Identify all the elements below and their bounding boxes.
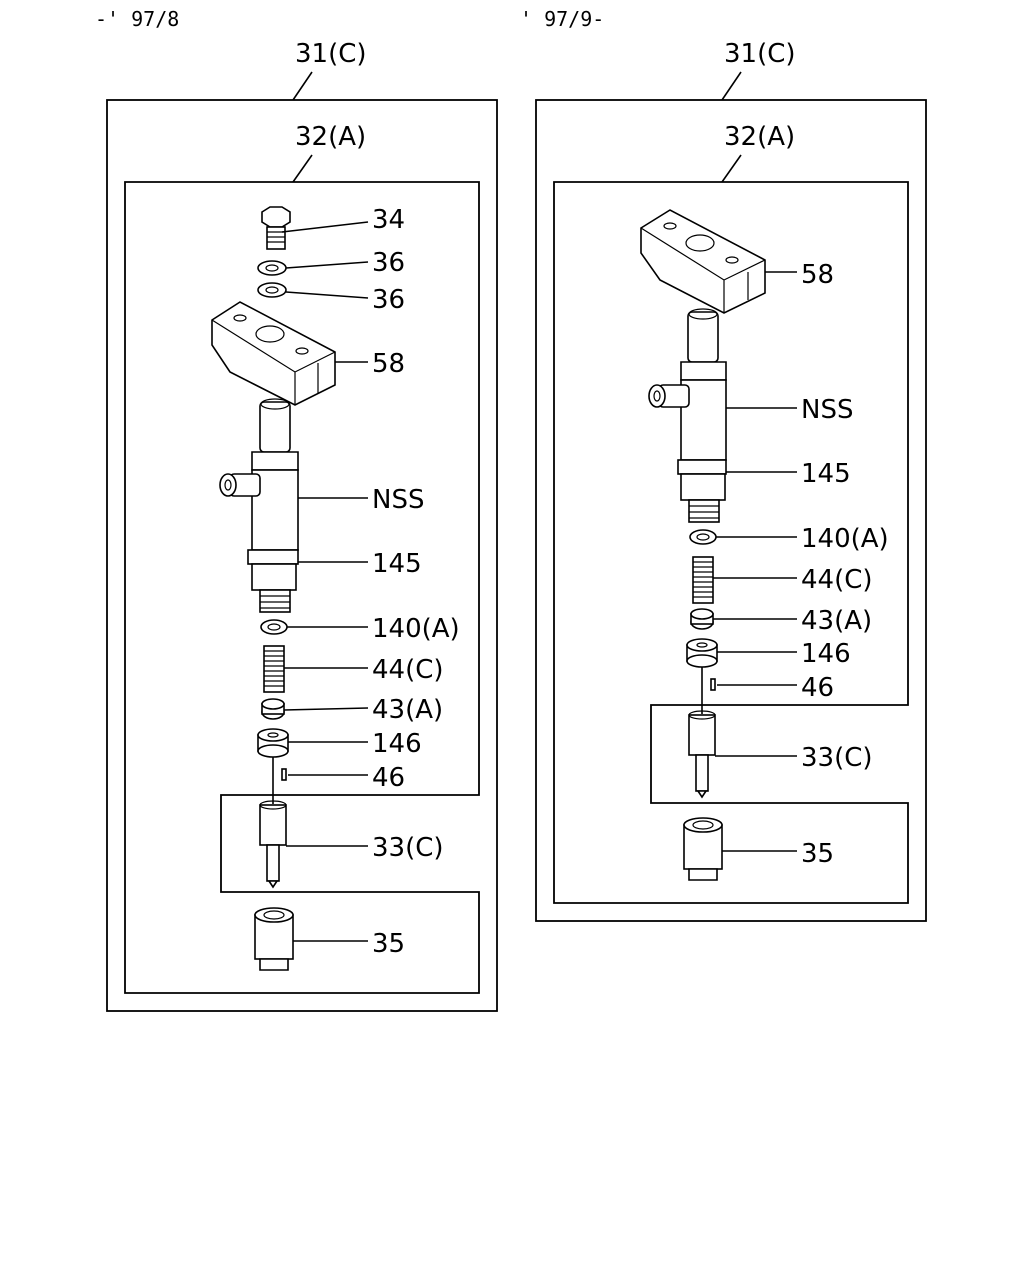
seat-43a-right <box>690 608 714 630</box>
version-label-right: ' 97/9- <box>520 7 604 31</box>
callout-34: 34 <box>372 205 405 235</box>
left-inner-label: 32(A) <box>295 122 366 152</box>
bracket-58-right <box>640 209 766 314</box>
callout-33c-right: 33(C) <box>801 743 873 773</box>
callout-146-right: 146 <box>801 639 851 669</box>
nozzle-holder-nss-right <box>648 308 727 523</box>
washer-36-b <box>257 282 287 298</box>
left-assembly: 31(C) 32(A) 34 36 36 <box>106 39 498 1012</box>
callout-140a: 140(A) <box>372 614 460 644</box>
callout-46-right: 46 <box>801 673 834 703</box>
nozzle-holder-nss <box>219 398 299 613</box>
callout-44c-right: 44(C) <box>801 565 873 595</box>
callout-35: 35 <box>372 929 405 959</box>
right-outer-frame <box>535 99 927 922</box>
callout-140a-right: 140(A) <box>801 524 889 554</box>
seat-43a <box>261 698 285 720</box>
version-label-left: -' 97/8 <box>95 7 179 31</box>
left-outer-label: 31(C) <box>295 39 367 69</box>
callout-36-a: 36 <box>372 248 405 278</box>
callout-nss: NSS <box>372 485 424 515</box>
callout-36-b: 36 <box>372 285 405 315</box>
shim-140a <box>260 619 288 635</box>
callout-146: 146 <box>372 729 422 759</box>
callout-43a-right: 43(A) <box>801 606 872 636</box>
spring-44c-right <box>692 556 714 604</box>
callout-46: 46 <box>372 763 405 793</box>
nozzle-33c <box>259 800 287 889</box>
callout-35-right: 35 <box>801 839 834 869</box>
right-inner-label: 32(A) <box>724 122 795 152</box>
right-outer-label: 31(C) <box>724 39 796 69</box>
callout-145: 145 <box>372 549 422 579</box>
callout-33c: 33(C) <box>372 833 444 863</box>
callout-44c: 44(C) <box>372 655 444 685</box>
retaining-nut-35 <box>254 907 294 971</box>
callout-58-right: 58 <box>801 260 834 290</box>
callout-43a: 43(A) <box>372 695 443 725</box>
pin-46 <box>281 768 287 781</box>
spacer-146-right <box>686 638 718 668</box>
spring-44c <box>263 645 285 693</box>
left-inner-frame <box>124 181 480 994</box>
nozzle-33c-right <box>688 710 716 799</box>
callout-145-right: 145 <box>801 459 851 489</box>
bolt-34 <box>261 206 291 250</box>
callout-nss-right: NSS <box>801 395 853 425</box>
bracket-58 <box>211 301 336 406</box>
retaining-nut-35-right <box>683 817 723 881</box>
pin-46-right <box>710 678 716 691</box>
shim-140a-right <box>689 529 717 545</box>
spacer-146 <box>257 728 289 758</box>
right-inner-frame <box>553 181 909 904</box>
washer-36-a <box>257 260 287 276</box>
right-assembly: 31(C) 32(A) 58 NS <box>535 39 927 922</box>
left-outer-frame <box>106 99 498 1012</box>
callout-58: 58 <box>372 349 405 379</box>
